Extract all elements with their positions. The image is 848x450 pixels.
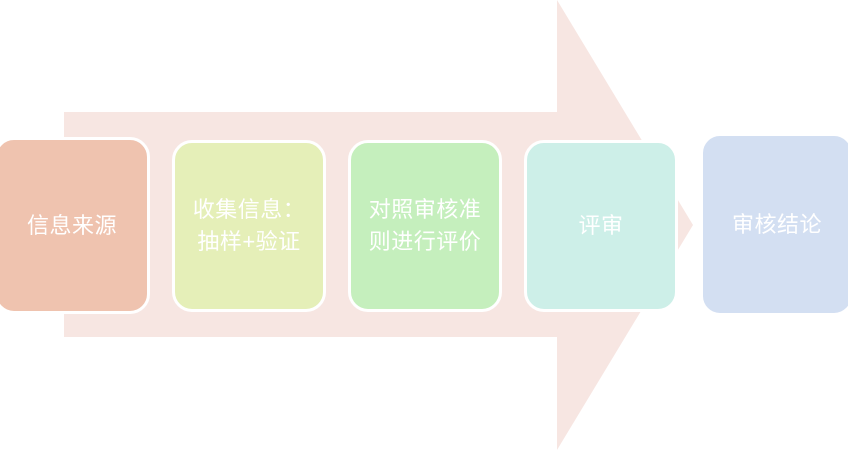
process-step-3[interactable]: 对照审核准 则进行评价 — [348, 140, 502, 312]
process-step-2[interactable]: 收集信息： 抽样+验证 — [172, 140, 326, 312]
process-step-4-label: 评审 — [578, 213, 624, 239]
process-step-2-label: 收集信息： 抽样+验证 — [192, 197, 306, 254]
process-step-1-label: 信息来源 — [26, 212, 117, 238]
process-step-1[interactable]: 信息来源 — [0, 137, 150, 314]
process-step-3-label: 对照审核准 则进行评价 — [368, 197, 482, 254]
process-step-5[interactable]: 审核结论 — [700, 133, 848, 316]
process-step-5-label: 审核结论 — [731, 211, 822, 237]
process-step-4[interactable]: 评审 — [524, 140, 678, 312]
